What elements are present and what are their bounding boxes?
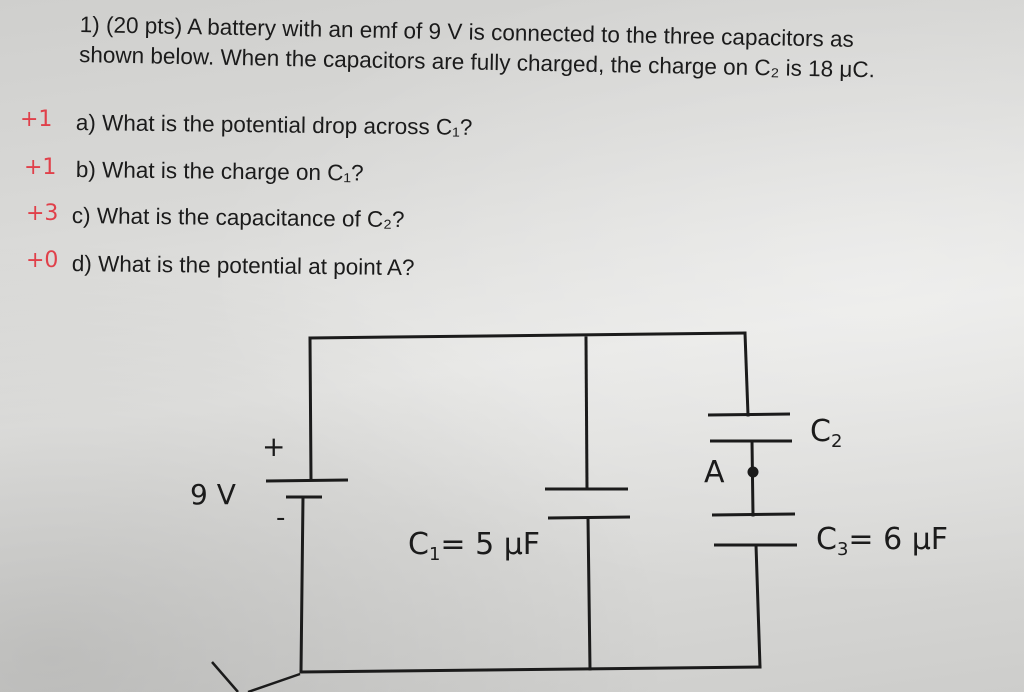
wire-right-mid (750, 439, 755, 517)
wire-top (308, 331, 747, 340)
c2-label-subscript: 2 (830, 431, 843, 452)
c3-label-letter: C (816, 522, 837, 557)
c2-label-letter: C (810, 414, 831, 449)
score-mark-b: +1 (24, 155, 57, 180)
c1-label-value: = 5 μF (440, 527, 541, 562)
wire-right-top (743, 331, 750, 417)
point-a-dot (747, 466, 759, 478)
c3-label-subscript: 3 (836, 539, 849, 560)
battery-plus-sign: + (262, 430, 286, 463)
c1-label-subscript: 1 (428, 544, 441, 565)
score-mark-a: +1 (20, 107, 53, 132)
battery-label: 9 V (190, 478, 236, 511)
wire-left-upper (308, 336, 313, 482)
wire-middle-upper (584, 336, 589, 491)
pen-mark (211, 661, 301, 692)
wire-left-lower (299, 495, 305, 674)
c2-top-plate (707, 412, 791, 417)
wire-bottom (299, 665, 762, 674)
c3-label: C3= 6 μF (816, 522, 948, 560)
battery-minus-sign: - (276, 503, 286, 533)
c1-label-letter: C (408, 527, 429, 562)
c1-bottom-plate (547, 515, 631, 520)
score-mark-c: +3 (26, 201, 59, 226)
c1-label: C1= 5 μF (408, 527, 540, 565)
wire-right-bottom (754, 543, 762, 669)
c3-top-plate (711, 512, 796, 517)
c3-label-value: = 6 μF (848, 522, 949, 557)
wire-middle-lower (586, 516, 592, 671)
score-mark-d: +0 (26, 248, 59, 273)
point-a-label: A (704, 455, 725, 490)
c2-label: C2 (810, 414, 842, 452)
battery-long-plate (265, 478, 349, 483)
